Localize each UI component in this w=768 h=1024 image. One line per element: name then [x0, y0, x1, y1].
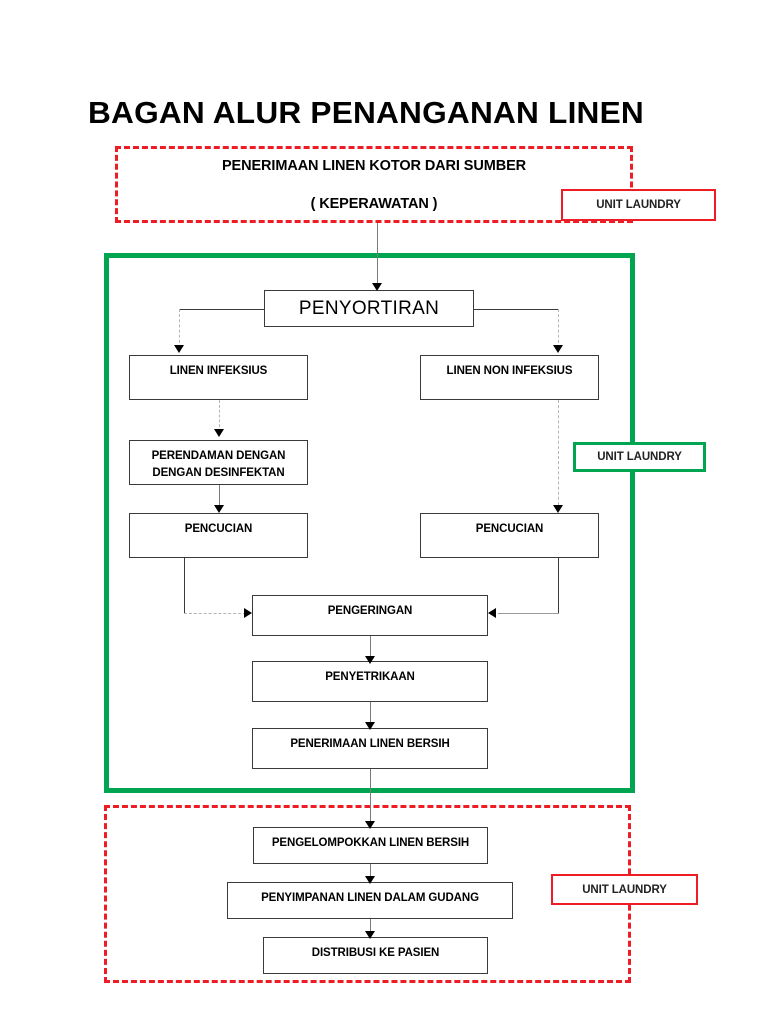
arrowhead-intake-to-sortir [372, 283, 382, 291]
edge-pengeringan-to-penyetrikaan [370, 636, 372, 662]
badge-unit-laundry-intake: UNIT LAUNDRY [561, 189, 716, 221]
node-penyortiran-label: PENYORTIRAN [298, 297, 440, 319]
edge-perendaman-to-pencucian [219, 485, 221, 509]
node-penerimaan-linen-bersih-label: PENERIMAAN LINEN BERSIH [290, 738, 450, 750]
node-penyortiran: PENYORTIRAN [264, 290, 474, 327]
arrowhead-pengeringan-to-penyetrikaan [365, 656, 375, 664]
edge-non-infeksius-to-pencucian [558, 400, 559, 510]
arrowhead-sortir-to-infeksius [174, 345, 184, 353]
edge-pencucian-right-to-pengeringan [498, 613, 559, 615]
edge-pencucian-left-to-pengeringan [184, 613, 246, 614]
node-linen-infeksius: LINEN INFEKSIUS [129, 355, 308, 400]
edge-penyimpanan-to-distribusi [370, 919, 372, 937]
page-title: BAGAN ALUR PENANGANAN LINEN [88, 95, 644, 130]
processing-section-frame [104, 253, 635, 793]
edge-pencucian-left-down [184, 558, 186, 613]
node-linen-non-infeksius-label: LINEN NON INFEKSIUS [446, 365, 573, 377]
badge-unit-laundry-processing: UNIT LAUNDRY [573, 442, 706, 472]
arrowhead-penerimaan-bersih-to-pengelompokkan [365, 821, 375, 829]
node-linen-non-infeksius: LINEN NON INFEKSIUS [420, 355, 599, 400]
arrowhead-pengelompokkan-to-penyimpanan [365, 876, 375, 884]
node-penyetrikaan: PENYETRIKAAN [252, 661, 488, 702]
node-penerimaan-linen-bersih: PENERIMAAN LINEN BERSIH [252, 728, 488, 769]
edge-sortir-bus-left [179, 309, 265, 311]
node-penyimpanan-label: PENYIMPANAN LINEN DALAM GUDANG [261, 892, 479, 904]
intake-line-1: PENERIMAAN LINEN KOTOR DARI SUMBER [221, 158, 527, 174]
node-perendaman-label-line1: PERENDAMAN DENGAN [151, 450, 286, 462]
edge-pencucian-right-down [558, 558, 560, 613]
arrowhead-penyimpanan-to-distribusi [365, 931, 375, 939]
edge-pengelompokkan-to-penyimpanan [370, 864, 372, 882]
edge-sortir-bus-right [473, 309, 559, 311]
badge-unit-laundry-distribution: UNIT LAUNDRY [551, 874, 698, 905]
arrowhead-pencucian-right-to-pengeringan [488, 608, 496, 618]
arrowhead-pencucian-left-to-pengeringan [244, 608, 252, 618]
arrowhead-sortir-to-non-infeksius [553, 345, 563, 353]
edge-intake-to-sortir [377, 223, 379, 285]
node-pengeringan-label: PENGERINGAN [327, 605, 413, 617]
node-linen-infeksius-label: LINEN INFEKSIUS [169, 365, 268, 377]
arrowhead-non-infeksius-to-pencucian [553, 505, 563, 513]
node-pencucian-left-label: PENCUCIAN [184, 523, 253, 535]
intake-line-2: ( KEPERAWATAN ) [310, 196, 438, 212]
node-distribusi-ke-pasien: DISTRIBUSI KE PASIEN [263, 937, 488, 974]
edge-sortir-to-non-infeksius [558, 309, 559, 348]
node-perendaman: PERENDAMAN DENGAN DENGAN DESINFEKTAN [129, 440, 308, 485]
node-pencucian-right: PENCUCIAN [420, 513, 599, 558]
arrowhead-perendaman-to-pencucian [214, 505, 224, 513]
node-perendaman-label-line2: DENGAN DESINFEKTAN [152, 466, 285, 479]
node-distribusi-label: DISTRIBUSI KE PASIEN [311, 947, 440, 959]
arrowhead-infeksius-to-perendaman [214, 429, 224, 437]
edge-sortir-to-infeksius [179, 309, 180, 348]
node-pengeringan: PENGERINGAN [252, 595, 488, 636]
node-pencucian-left: PENCUCIAN [129, 513, 308, 558]
node-pencucian-right-label: PENCUCIAN [475, 523, 544, 535]
edge-penyetrikaan-to-penerimaan-bersih [370, 702, 372, 728]
node-penyetrikaan-label: PENYETRIKAAN [325, 671, 415, 683]
edge-penerimaan-bersih-to-pengelompokkan [370, 769, 372, 827]
edge-infeksius-to-perendaman [219, 400, 220, 432]
intake-section-frame [115, 146, 633, 223]
node-pengelompokkan-linen-bersih: PENGELOMPOKKAN LINEN BERSIH [253, 827, 488, 864]
arrowhead-penyetrikaan-to-penerimaan-bersih [365, 722, 375, 730]
node-penyimpanan-linen-gudang: PENYIMPANAN LINEN DALAM GUDANG [227, 882, 513, 919]
node-pengelompokkan-label: PENGELOMPOKKAN LINEN BERSIH [271, 837, 470, 849]
